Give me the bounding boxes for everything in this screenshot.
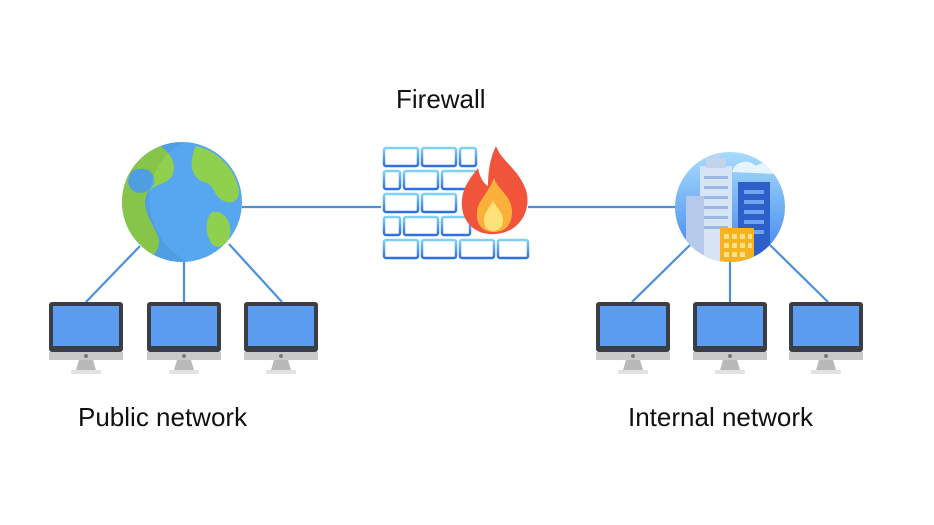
computer-icon — [49, 302, 123, 374]
link-globe-pc3 — [228, 243, 283, 303]
computer-icon — [596, 302, 670, 374]
connections — [85, 205, 829, 303]
internal-network-label: Internal network — [628, 402, 813, 432]
office-building-icon — [675, 152, 785, 262]
computer-icon — [693, 302, 767, 374]
internal-computers — [596, 302, 863, 374]
brick-wall-fire-icon — [382, 146, 530, 260]
globe-icon — [122, 142, 242, 262]
computer-icon — [789, 302, 863, 374]
public-network-label: Public network — [78, 402, 248, 432]
public-computers — [49, 302, 318, 374]
link-globe-pc1 — [85, 245, 141, 303]
link-building-pc3 — [769, 244, 829, 303]
firewall-label: Firewall — [396, 84, 486, 114]
computer-icon — [244, 302, 318, 374]
computer-icon — [147, 302, 221, 374]
link-building-pc1 — [631, 244, 691, 303]
